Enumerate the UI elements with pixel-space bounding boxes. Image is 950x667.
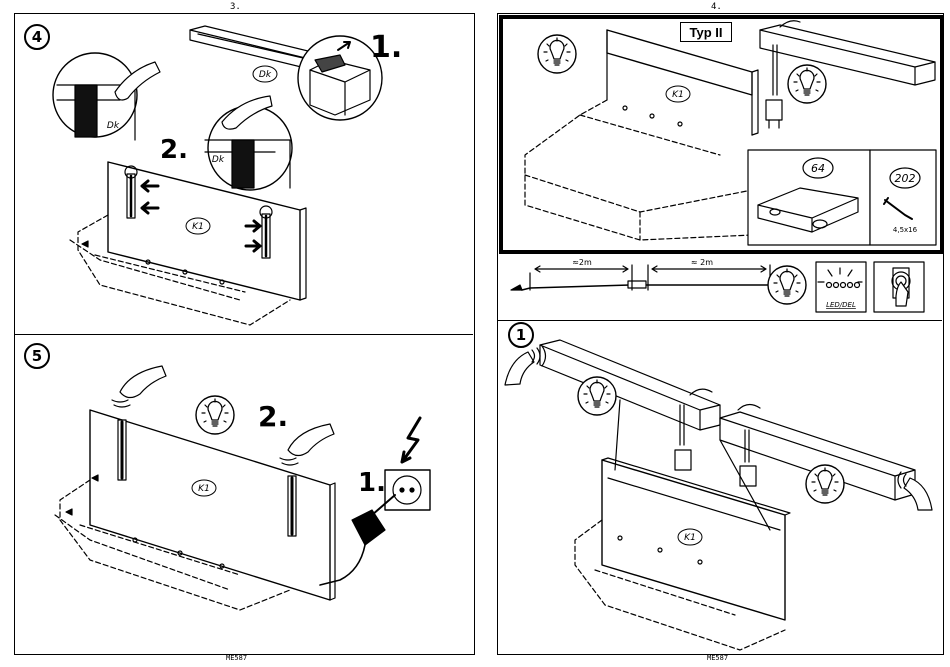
part-64-label: 64 xyxy=(811,162,825,175)
cable-length-1: ≈2m xyxy=(572,258,592,267)
label-k1-step5: K1 xyxy=(198,484,210,494)
label-dk-top: Dk xyxy=(259,70,272,80)
part-202-label: 202 xyxy=(895,172,916,185)
doc-code-left: ME587 xyxy=(226,654,247,662)
cable-length-2: ≈ 2m xyxy=(691,258,713,267)
label-dk-left: Dk xyxy=(107,121,120,131)
screw-size-label: 4,5x16 xyxy=(893,226,918,234)
label-dk-right: Dk xyxy=(212,155,225,165)
label-k1-step4: K1 xyxy=(192,222,204,232)
typ-ii-title: Typ II xyxy=(680,22,732,42)
led-del-label: LED/DEL xyxy=(826,301,856,309)
doc-code-right: ME587 xyxy=(707,654,728,662)
label-k1-typ: K1 xyxy=(672,90,684,100)
label-k1-step1: K1 xyxy=(684,533,696,543)
